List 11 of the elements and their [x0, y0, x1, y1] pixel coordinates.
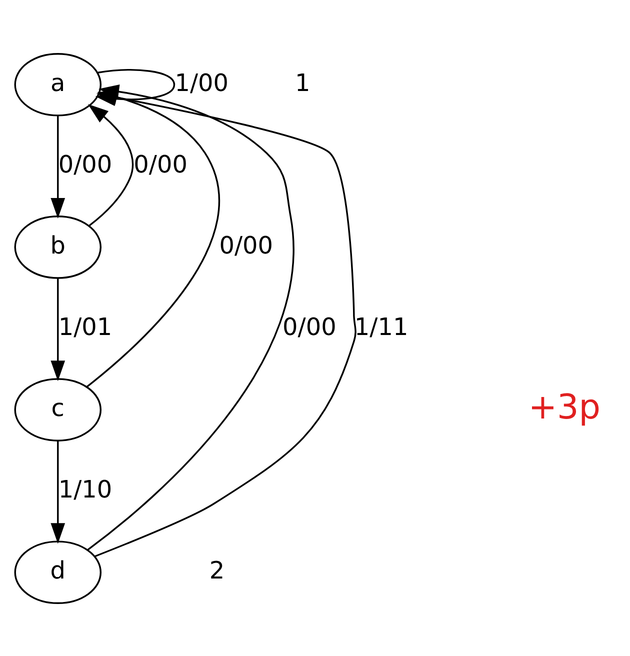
- edge-label: 1/10: [58, 474, 112, 503]
- edge-label: 0/00: [219, 231, 274, 260]
- edge-label: 1/11: [354, 312, 408, 340]
- label: 2: [209, 556, 225, 584]
- edge-label: 0/00: [58, 150, 112, 178]
- label: +3p: [528, 386, 600, 427]
- label: 1: [294, 68, 310, 96]
- edge-label: 1/00: [174, 68, 229, 96]
- edge-label: 0/00: [134, 150, 188, 178]
- edge-label: 0/00: [282, 312, 336, 340]
- edge-label: 1/01: [58, 312, 112, 340]
